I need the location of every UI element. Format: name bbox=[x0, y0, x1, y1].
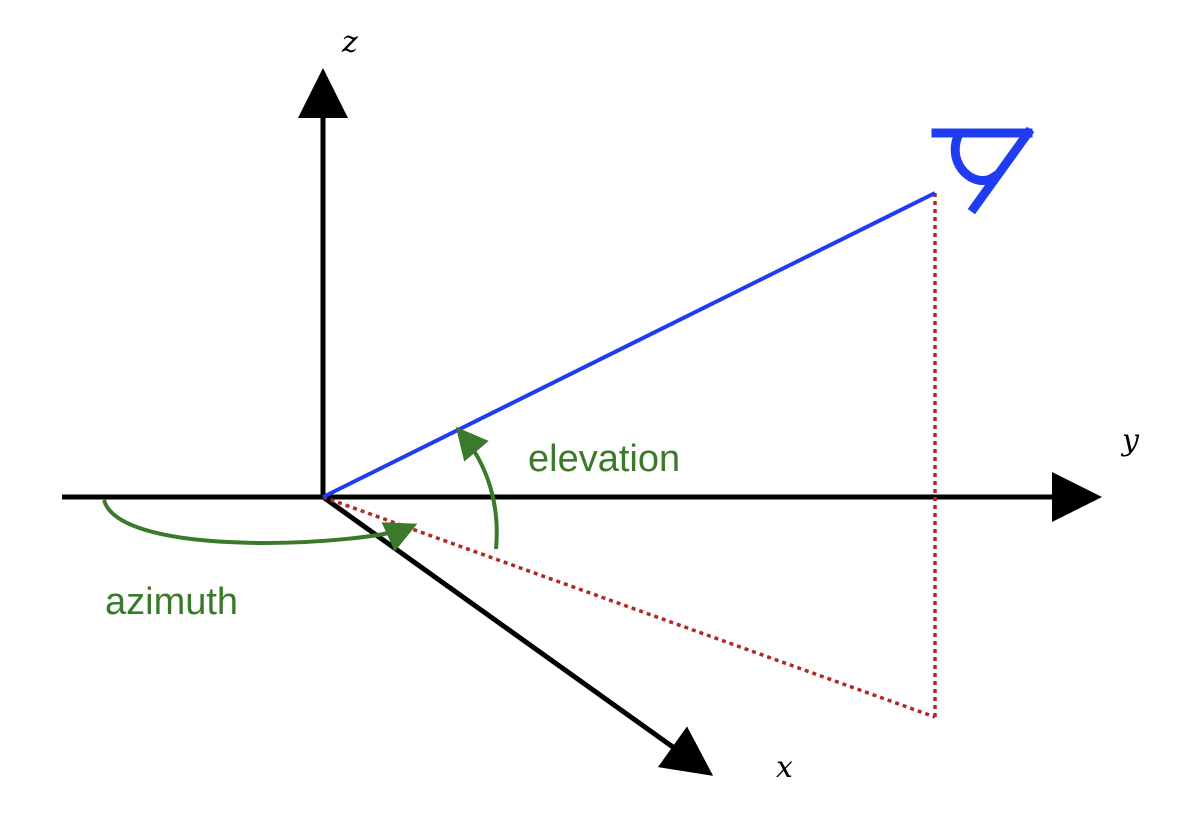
z-axis-label: z bbox=[341, 25, 358, 60]
view-direction-line bbox=[322, 191, 936, 499]
elevation-label: elevation bbox=[528, 438, 680, 480]
x-axis-label: x bbox=[776, 750, 793, 785]
eye-icon bbox=[931, 126, 1035, 215]
azimuth-label: azimuth bbox=[105, 581, 238, 623]
y-axis-label: y bbox=[1120, 423, 1140, 458]
projection-ground-line bbox=[322, 495, 936, 719]
elevation-arc-arrow bbox=[455, 426, 499, 550]
azimuth-arc-arrow bbox=[102, 499, 418, 552]
x-axis bbox=[321, 494, 714, 776]
